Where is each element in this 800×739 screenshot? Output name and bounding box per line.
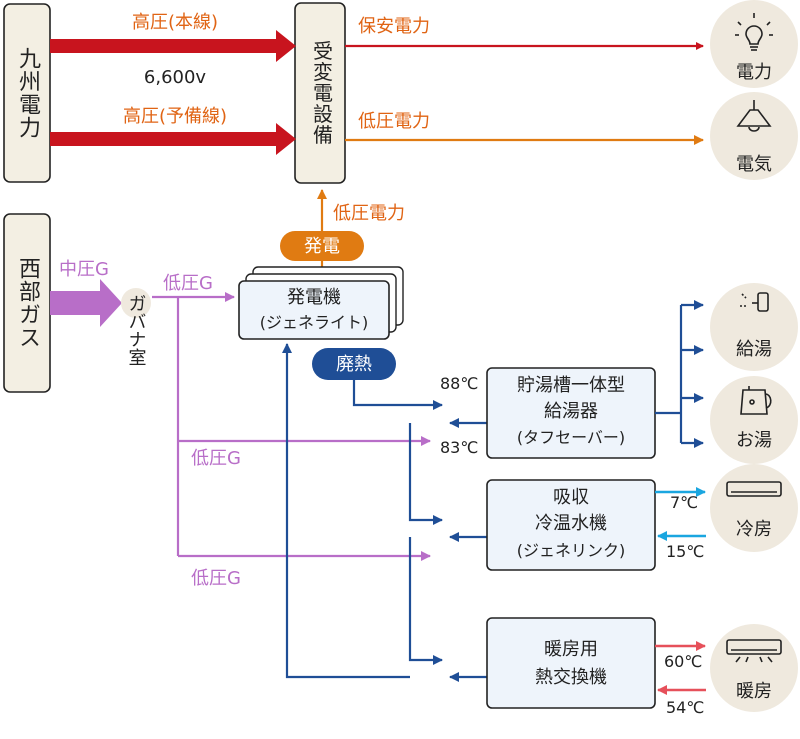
medium-pressure-gas-arrow xyxy=(50,279,122,327)
generator-product: (ジェネライト) xyxy=(260,313,369,332)
use-hot-water-supply-label: 給湯 xyxy=(736,339,772,360)
low-voltage-power-label: 低圧電力 xyxy=(358,111,430,132)
generator-name: 発電機 xyxy=(287,287,341,308)
temp-88: 88℃ xyxy=(440,374,478,393)
use-heating: 暖房 xyxy=(710,624,798,712)
saibu-gas-box: 西部ガス xyxy=(3,213,51,393)
absorption-chiller-line1: 吸収 xyxy=(553,487,589,508)
lightbulb-icon xyxy=(735,13,773,51)
hv-main-arrow xyxy=(50,30,296,62)
use-hot-water-supply: 給湯 xyxy=(710,283,798,371)
tank-heater-box: 貯湯槽一体型 給湯器 (タフセーバー) xyxy=(486,367,656,459)
use-electricity-label: 電気 xyxy=(736,154,772,175)
temp-15: 15℃ xyxy=(666,542,704,561)
security-power-label: 保安電力 xyxy=(358,16,430,37)
tank-heater-line3: (タフセーバー) xyxy=(517,428,625,447)
absorption-chiller-line3: (ジェネリンク) xyxy=(517,541,626,560)
low-gas-label-2: 低圧G xyxy=(191,448,241,469)
use-electricity: 電気 xyxy=(710,92,798,180)
hv-main-label: 高圧(本線) xyxy=(132,12,218,33)
temp-60: 60℃ xyxy=(664,652,702,671)
generator-box: 発電機 (ジェネライト) xyxy=(238,266,404,340)
saibu-gas-label: 西部ガス xyxy=(15,257,40,349)
absorption-chiller-line2: 冷温水機 xyxy=(535,513,607,534)
waste-heat-badge-text: 廃熱 xyxy=(336,354,372,375)
absorption-chiller-box: 吸収 冷温水機 (ジェネリンク) xyxy=(486,479,656,571)
heater-icon xyxy=(726,639,782,663)
receiving-equipment-label: 受変電設備 xyxy=(310,40,334,145)
use-hot-water: お湯 xyxy=(710,376,798,464)
heating-exchanger-box: 暖房用 熱交換機 xyxy=(486,617,656,709)
use-cooling-label: 冷房 xyxy=(736,519,772,540)
receiving-equipment-box: 受変電設備 xyxy=(294,2,346,184)
low-gas-label-3: 低圧G xyxy=(191,568,241,589)
heating-exchanger-line2: 熱交換機 xyxy=(535,667,607,688)
generation-badge: 発電 xyxy=(280,231,364,261)
use-power: 電力 xyxy=(710,0,798,88)
temp-83: 83℃ xyxy=(440,438,478,457)
use-power-label: 電力 xyxy=(736,62,772,83)
low-gas-label-1: 低圧G xyxy=(163,273,213,294)
pendant-lamp-icon xyxy=(736,100,772,132)
water-circuit xyxy=(282,343,503,682)
tank-heater-line2: 給湯器 xyxy=(544,401,598,422)
kyushu-electric-label: 九州電力 xyxy=(15,47,41,139)
generation-badge-text: 発電 xyxy=(304,236,340,257)
medium-pressure-gas-label: 中圧G xyxy=(59,259,109,280)
governor-node xyxy=(121,288,151,318)
temp-7: 7℃ xyxy=(670,493,698,512)
kyushu-electric-box: 九州電力 xyxy=(3,3,51,183)
hv-backup-label: 高圧(予備線) xyxy=(123,106,227,127)
temp-54: 54℃ xyxy=(666,698,704,717)
heating-exchanger-line1: 暖房用 xyxy=(544,639,598,660)
use-heating-label: 暖房 xyxy=(736,681,772,702)
governor-label: ガバナ室 xyxy=(126,294,147,366)
use-hot-water-label: お湯 xyxy=(736,430,772,451)
waste-heat-badge: 廃熱 xyxy=(312,348,396,380)
hot-water-distribution xyxy=(655,300,704,448)
kettle-icon xyxy=(740,386,772,415)
hv-backup-arrow xyxy=(50,123,296,155)
generated-power-label: 低圧電力 xyxy=(333,203,405,224)
voltage-label: 6,600v xyxy=(144,67,207,88)
use-cooling: 冷房 xyxy=(710,464,798,552)
tank-heater-line1: 貯湯槽一体型 xyxy=(517,375,625,396)
water-heater-icon xyxy=(740,292,769,312)
air-conditioner-icon xyxy=(726,481,782,497)
